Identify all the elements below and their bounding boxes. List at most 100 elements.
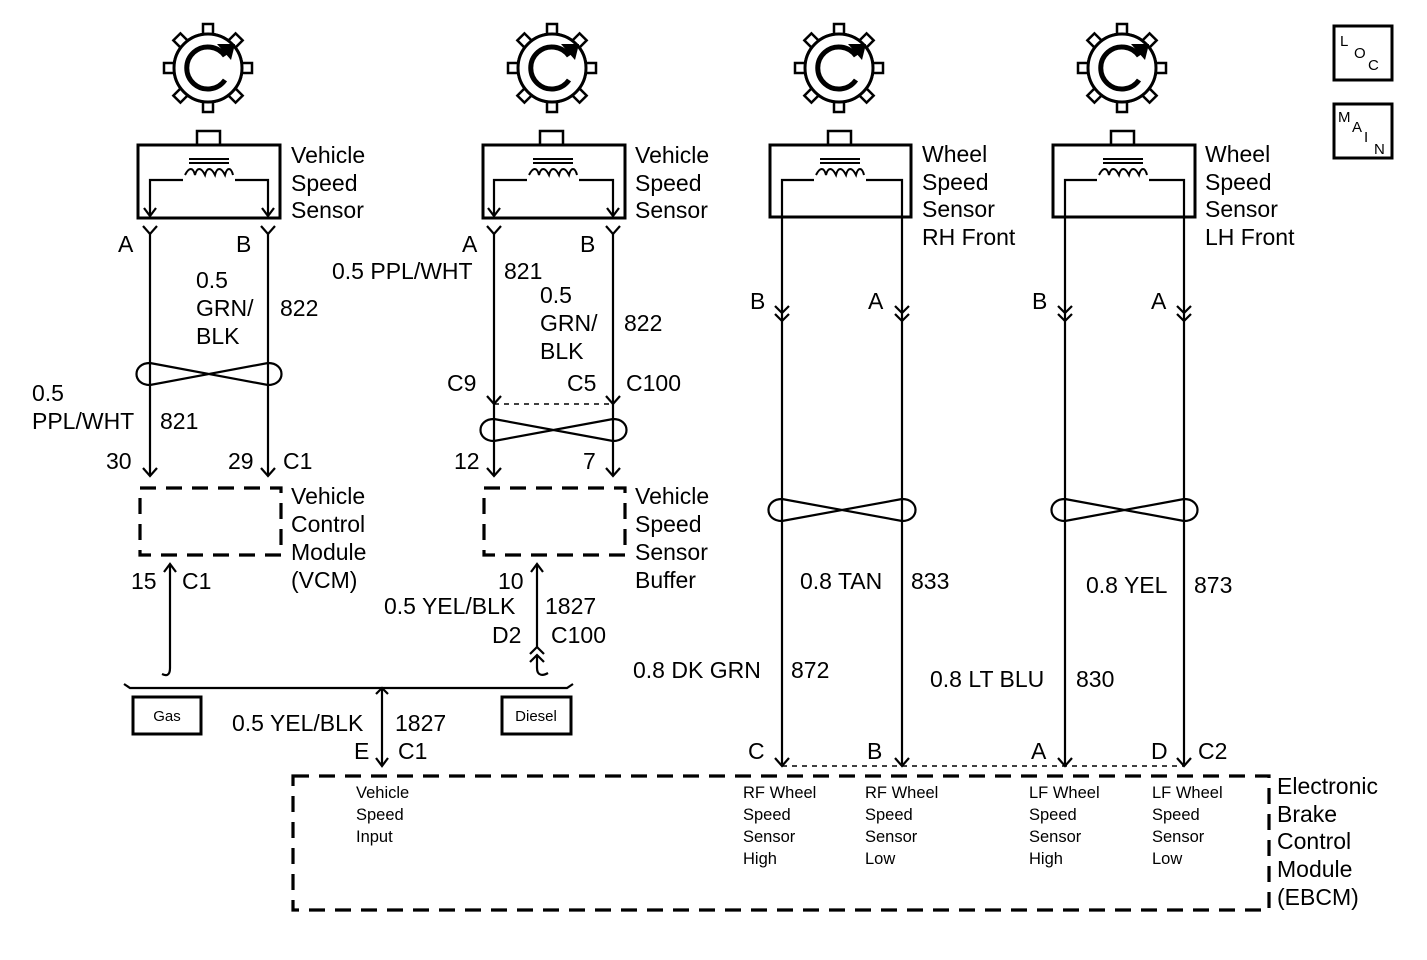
sensor1-body xyxy=(136,143,282,220)
ebcm-lfl-l3: Sensor xyxy=(1152,828,1205,846)
vcm-connector-c1-out: C1 xyxy=(182,568,211,594)
coil-icon xyxy=(1098,158,1148,176)
sensor2-name-l1: Vehicle xyxy=(635,142,709,168)
buffer-outline xyxy=(482,486,627,557)
main-letter-m: M xyxy=(1338,109,1351,126)
sensor2-wire-b-l1: 0.5 xyxy=(540,282,572,308)
sensor2-conn-c100: C100 xyxy=(626,370,681,396)
rf-coil-leads xyxy=(780,178,904,217)
rf-wire-b: 0.8 DK GRN xyxy=(633,657,761,683)
lf-coil-leads xyxy=(1063,178,1186,217)
buffer-conn-d2: D2 xyxy=(492,622,521,648)
ebcm-lfh-l2: Speed xyxy=(1029,806,1077,824)
buffer-name-l3: Sensor xyxy=(635,539,708,565)
ebcm-rfl-l1: RF Wheel xyxy=(865,784,938,802)
ebcm-e-chevron xyxy=(375,757,389,768)
loc-letter-o: O xyxy=(1354,45,1366,62)
coil-icon xyxy=(815,158,865,176)
ebcm-lfh-l4: High xyxy=(1029,850,1063,868)
sensor2-pin-b: B xyxy=(580,231,595,257)
vcm-pin-15: 15 xyxy=(131,568,157,594)
rf-name-l2: Speed xyxy=(922,169,989,195)
lf-name-l1: Wheel xyxy=(1205,141,1270,167)
sensor2-conn-c5: C5 xyxy=(567,370,596,396)
ebcm-name-l1: Electronic xyxy=(1277,773,1378,799)
ebcm-c2-chevrons-lf xyxy=(1057,757,1192,768)
lf-wires xyxy=(1063,217,1186,764)
sensor2-wire-b-l2: GRN/ xyxy=(540,310,598,336)
buffer-pin-12: 12 xyxy=(454,448,480,474)
coil-icon xyxy=(528,158,578,176)
rf-wire-b-circuit: 872 xyxy=(791,657,829,683)
ebcm-pin-e: E xyxy=(354,738,369,764)
sensor1-pin-a: A xyxy=(118,231,134,257)
lf-pin-b: B xyxy=(1032,288,1047,314)
sensor2-name-l2: Speed xyxy=(635,170,702,196)
ebcm-rfh-l1: RF Wheel xyxy=(743,784,816,802)
diesel-option-box xyxy=(500,695,573,736)
sensor1-name-l1: Vehicle xyxy=(291,142,365,168)
sensor1-name-l3: Sensor xyxy=(291,197,364,223)
rf-sensor-group: Wheel Speed Sensor RH Front B A 0.8 TAN … xyxy=(633,24,1016,768)
sensor-tab xyxy=(1109,129,1136,147)
ebcm-name-l2: Brake xyxy=(1277,801,1337,827)
vcm-name-l4: (VCM) xyxy=(291,567,357,593)
ebcm-name-l4: Module xyxy=(1277,856,1352,882)
sensor2-wire-a-circuit: 821 xyxy=(504,258,542,284)
vsi-wire: 0.5 YEL/BLK xyxy=(232,710,364,736)
lf-name-l2: Speed xyxy=(1205,169,1272,195)
sensor2-pin-a: A xyxy=(462,231,478,257)
ebcm-lfl-l1: LF Wheel xyxy=(1152,784,1223,802)
lf-name-l4: LH Front xyxy=(1205,224,1295,250)
rf-pin-b: B xyxy=(750,288,765,314)
main-letter-i: I xyxy=(1364,129,1368,146)
main-button[interactable]: M A I N xyxy=(1332,102,1394,160)
lf-pin-a: A xyxy=(1151,288,1167,314)
sensor2-lead-arrows xyxy=(487,207,620,218)
sensor1-wires xyxy=(148,234,270,476)
ebcm-lfl-l4: Low xyxy=(1152,850,1182,868)
buffer-pin-7: 7 xyxy=(583,448,596,474)
sensor2-name-l3: Sensor xyxy=(635,197,708,223)
lf-wire-a-circuit: 873 xyxy=(1194,572,1232,598)
d2-inline-connector xyxy=(529,645,549,676)
ebcm-rfl-l4: Low xyxy=(865,850,895,868)
rf-pin-a: A xyxy=(868,288,884,314)
main-letter-n: N xyxy=(1374,141,1385,158)
rf-wires xyxy=(780,217,904,764)
ebcm-c2-chevrons-rf xyxy=(774,757,910,768)
sensor1-group: Vehicle Speed Sensor A B 0.5 GRN/ BLK 82… xyxy=(32,24,365,478)
lf-wire-b: 0.8 LT BLU xyxy=(930,666,1044,692)
rf-name-l4: RH Front xyxy=(922,224,1016,250)
sensor2-body xyxy=(481,143,627,220)
rf-sensor-body xyxy=(768,143,913,219)
ebcm-name-l5: (EBCM) xyxy=(1277,884,1359,910)
vcm-pin-30: 30 xyxy=(106,448,132,474)
ebcm-outline xyxy=(291,774,1271,912)
sensor2-connector-chevrons xyxy=(486,225,621,236)
buffer-pin-10: 10 xyxy=(498,568,524,594)
option-bracket xyxy=(123,683,574,690)
buffer-wire: 0.5 YEL/BLK xyxy=(384,593,516,619)
vcm-name-l1: Vehicle xyxy=(291,483,365,509)
vsi-wire-circuit: 1827 xyxy=(395,710,446,736)
sensor2-conn-c9: C9 xyxy=(447,370,476,396)
ebcm-rfh-l2: Speed xyxy=(743,806,791,824)
vcm-connector-c1: C1 xyxy=(283,448,312,474)
ebcm-name-l3: Control xyxy=(1277,828,1351,854)
sensor2-group: Vehicle Speed Sensor A B 0.5 PPL/WHT 821… xyxy=(332,24,709,478)
sensor1-pin-b: B xyxy=(236,231,251,257)
tone-wheel-icon xyxy=(508,24,596,112)
sensor1-wire-a-l1: 0.5 xyxy=(32,380,64,406)
rf-inline-connector xyxy=(774,305,910,323)
sensor1-lead-arrows xyxy=(143,207,275,218)
lf-name-l3: Sensor xyxy=(1205,196,1278,222)
vcm-outline xyxy=(138,486,283,557)
sensor1-wire-b-circuit: 822 xyxy=(280,295,318,321)
ebcm-lfh-l1: LF Wheel xyxy=(1029,784,1100,802)
loc-button-frame xyxy=(1332,24,1394,82)
loc-button[interactable]: L O C xyxy=(1332,24,1394,82)
sensor2-wires xyxy=(492,234,615,476)
ebcm-rfl-l2: Speed xyxy=(865,806,913,824)
main-button-frame xyxy=(1332,102,1394,160)
